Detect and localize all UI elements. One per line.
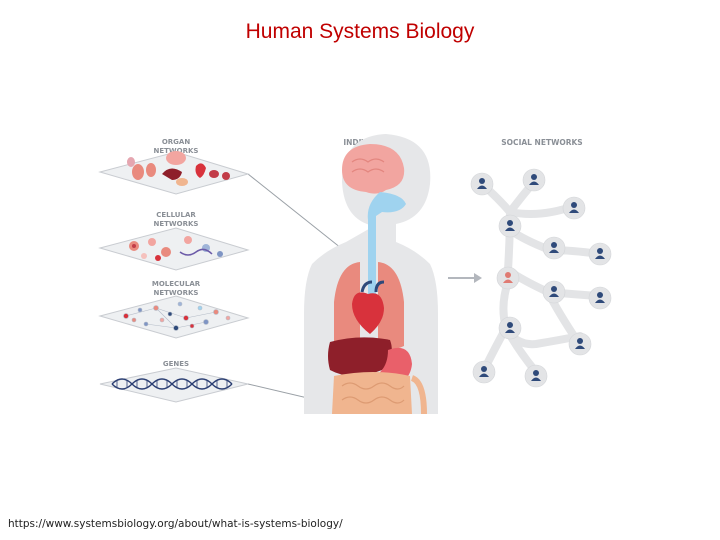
left-lung-icon xyxy=(334,262,360,349)
social-network-graph xyxy=(470,168,612,388)
arrow-to-social-icon xyxy=(448,273,482,283)
heart-icon xyxy=(352,292,384,334)
social-networks-label: SOCIAL NETWORKS xyxy=(501,138,582,147)
intestines-icon xyxy=(332,372,412,414)
molecular-networks-label-1: MOLECULAR xyxy=(152,280,201,288)
systems-biology-figure: ORGAN NETWORKS CELLULAR NETWORKS MO xyxy=(96,122,636,422)
slide-title: Human Systems Biology xyxy=(245,20,475,43)
person-icons xyxy=(477,174,605,381)
molecular-networks-layer: MOLECULAR NETWORKS xyxy=(98,280,250,339)
liver-icon xyxy=(328,337,392,376)
molecular-networks-label-2: NETWORKS xyxy=(154,289,199,297)
genes-layer: GENES xyxy=(99,360,249,403)
organ-networks-layer: ORGAN NETWORKS xyxy=(98,138,250,195)
organ-networks-label-1: ORGAN xyxy=(162,138,191,146)
molecule-dots xyxy=(123,301,231,331)
cellular-networks-label-2: NETWORKS xyxy=(154,220,199,228)
cellular-networks-layer: CELLULAR NETWORKS xyxy=(98,211,250,271)
cell-icons xyxy=(129,236,223,261)
human-body-figure xyxy=(304,134,438,415)
dna-helix xyxy=(111,378,233,390)
right-lung-icon xyxy=(378,262,404,349)
cellular-networks-label-1: CELLULAR xyxy=(156,211,196,219)
organ-icons xyxy=(127,151,230,186)
genes-label: GENES xyxy=(163,360,189,368)
source-url[interactable]: https://www.systemsbiology.org/about/wha… xyxy=(8,518,343,530)
highlighted-person-icon xyxy=(503,272,513,283)
